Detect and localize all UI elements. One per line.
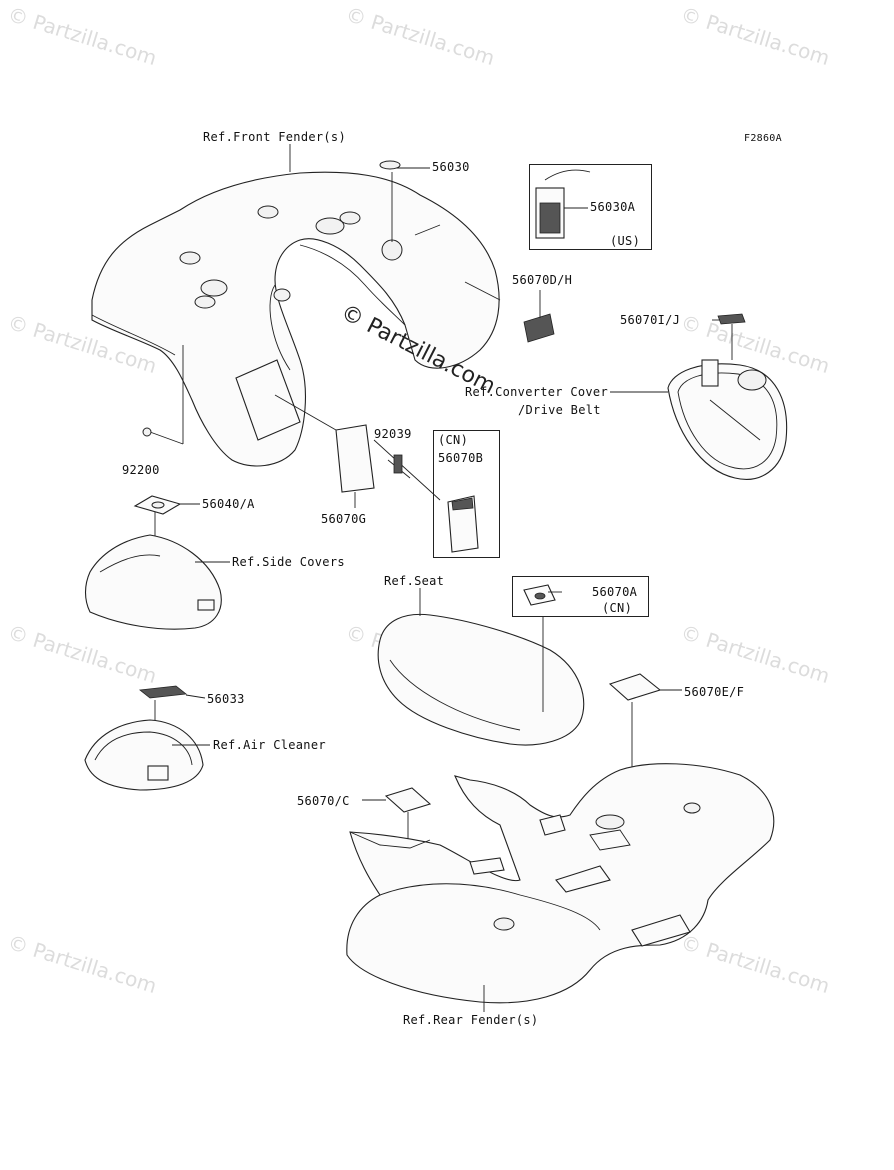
label-seat[interactable]: Ref.Seat: [384, 574, 445, 588]
part-56070b-box: [433, 430, 500, 558]
part-56070a-box: [512, 576, 649, 617]
part-56070b[interactable]: 56070B: [438, 451, 484, 465]
part-56030a-box: [529, 164, 652, 250]
label-side-covers[interactable]: Ref.Side Covers: [232, 555, 345, 569]
rear-fender-drawing: [346, 763, 775, 1004]
part-56040a[interactable]: 56040/A: [202, 497, 255, 511]
part-56070ef[interactable]: 56070E/F: [684, 685, 745, 699]
seat-drawing: [377, 613, 585, 746]
part-56070c[interactable]: 56070/C: [297, 794, 350, 808]
label-air-cleaner[interactable]: Ref.Air Cleaner: [213, 738, 326, 752]
part-56070ij[interactable]: 56070I/J: [620, 313, 681, 327]
part-92200[interactable]: 92200: [122, 463, 160, 477]
tag-drawing: [535, 169, 591, 239]
part-56030a[interactable]: 56030A: [590, 200, 636, 214]
part-56030[interactable]: 56030: [432, 160, 470, 174]
label-cn-2: (CN): [602, 601, 633, 615]
label-converter-cover[interactable]: Ref.Converter Cover: [465, 385, 608, 399]
converter-cover-drawing: [667, 359, 788, 480]
part-56070a[interactable]: 56070A: [592, 585, 638, 599]
label-drive-belt[interactable]: /Drive Belt: [518, 403, 601, 417]
label-us: (US): [610, 234, 641, 248]
front-fender-drawing: [91, 171, 501, 467]
diagram-code: F2860A: [744, 133, 782, 144]
part-56070g[interactable]: 56070G: [321, 512, 367, 526]
part-56033[interactable]: 56033: [207, 692, 245, 706]
part-92039[interactable]: 92039: [374, 427, 412, 441]
label-rear-fender[interactable]: Ref.Rear Fender(s): [403, 1013, 539, 1027]
part-56070dh[interactable]: 56070D/H: [512, 273, 573, 287]
label-front-fender[interactable]: Ref.Front Fender(s): [203, 130, 346, 144]
label-cn-1: (CN): [438, 433, 469, 447]
side-covers-drawing: [84, 534, 222, 630]
air-cleaner-drawing: [84, 719, 204, 791]
